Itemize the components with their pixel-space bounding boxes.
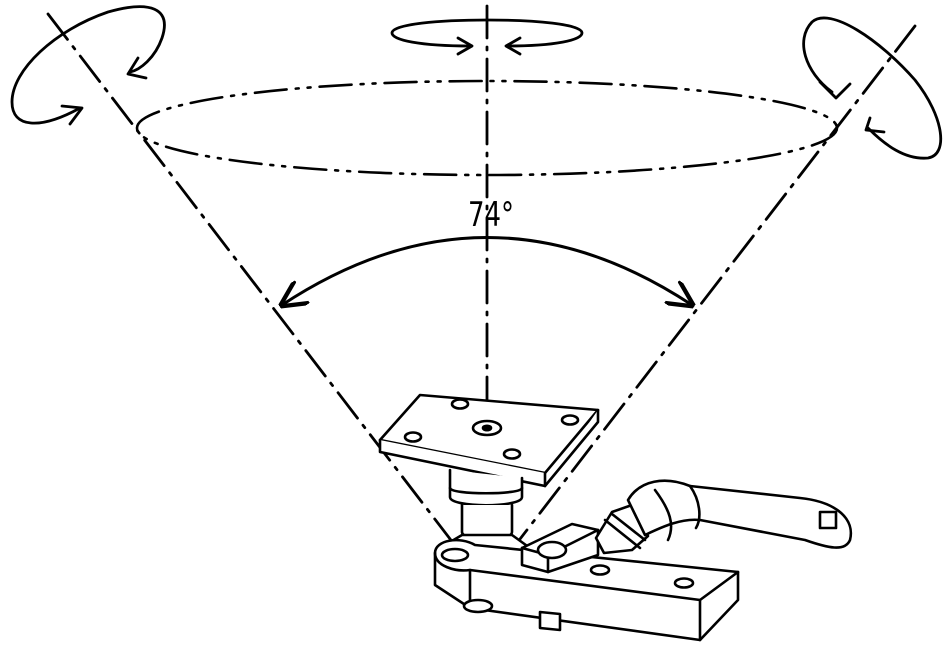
angle-arc: [282, 236, 692, 306]
clamp-bottom-bolt: [538, 610, 562, 632]
plate-hole-center-inner: [481, 424, 493, 432]
clamp-bottom-washer: [462, 598, 494, 614]
clamping-handle: [594, 479, 853, 555]
clamp-hole-2: [673, 577, 695, 589]
cone-top-ellipse: [135, 79, 839, 177]
plate-hole-3: [403, 431, 423, 443]
right-cone-edge: [498, 24, 917, 567]
plate-hole-1: [450, 398, 470, 410]
lever-block: [520, 522, 600, 574]
axis-lines: [46, 4, 917, 567]
base-clamp: [433, 538, 740, 642]
mounting-plate: [378, 393, 600, 488]
rotation-arrow-right: [802, 16, 943, 160]
clamp-hole-3: [440, 547, 470, 563]
plate-hole-2: [560, 414, 580, 426]
rotation-arrow-top: [390, 18, 584, 56]
rotation-arrow-left: [10, 5, 166, 126]
lever-block-knob: [536, 540, 568, 560]
plate-hole-4: [502, 448, 522, 460]
left-cone-edge: [46, 12, 472, 567]
angle-label: 74°: [468, 196, 514, 235]
clamp-hole-1: [589, 564, 611, 576]
